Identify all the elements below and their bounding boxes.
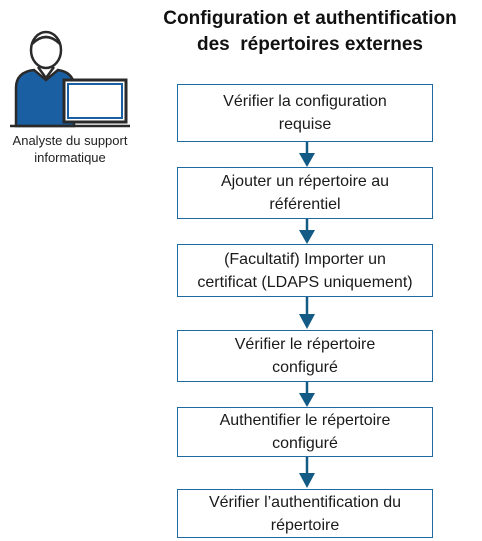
step-3-line-2: certificat (LDAPS uniquement) <box>197 273 413 291</box>
role-label-line-1: Analyste du support <box>12 133 128 148</box>
arrow-down-4 <box>299 382 315 407</box>
title-line-1: Configuration et authentification <box>163 8 457 29</box>
arrow-down-2 <box>299 219 315 244</box>
role-label: Analyste du support informatique <box>0 132 140 166</box>
arrow-down-5 <box>299 457 315 488</box>
step-1-line-1: Vérifier la configuration <box>223 93 387 110</box>
role-label-line-2: informatique <box>34 150 106 165</box>
step-verify-directory: Vérifier le répertoire configuré <box>177 330 433 382</box>
arrow-down-1 <box>299 142 315 167</box>
step-verify-prerequisites: Vérifier la configuration requise <box>177 84 433 142</box>
step-6-line-1: Vérifier l’authentification du <box>208 493 402 511</box>
step-4-line-2: configuré <box>272 359 338 376</box>
step-verify-authentication: Vérifier l’authentification du répertoir… <box>177 489 433 538</box>
step-3-line-1: (Facultatif) Importer un <box>224 250 386 268</box>
step-5-line-1: Authentifier le répertoire <box>219 412 391 429</box>
step-5-line-2: configuré <box>272 435 338 452</box>
step-authenticate-directory: Authentifier le répertoire configuré <box>177 407 433 457</box>
page-title: Configuration et authentification des ré… <box>140 6 480 58</box>
step-4-line-1: Vérifier le répertoire <box>234 336 376 353</box>
step-import-certificate: (Facultatif) Importer un certificat (LDA… <box>177 244 433 297</box>
role-figure: Analyste du support informatique <box>0 28 140 166</box>
person-at-computer-icon <box>10 30 130 128</box>
step-1-line-2: requise <box>278 116 332 133</box>
step-6-line-2: répertoire <box>270 516 340 534</box>
step-2-line-2: référentiel <box>269 196 341 213</box>
title-line-2: des répertoires externes <box>196 34 423 55</box>
step-add-directory: Ajouter un répertoire au référentiel <box>177 167 433 219</box>
step-2-line-1: Ajouter un répertoire au <box>220 173 390 190</box>
arrow-down-3 <box>299 297 315 329</box>
